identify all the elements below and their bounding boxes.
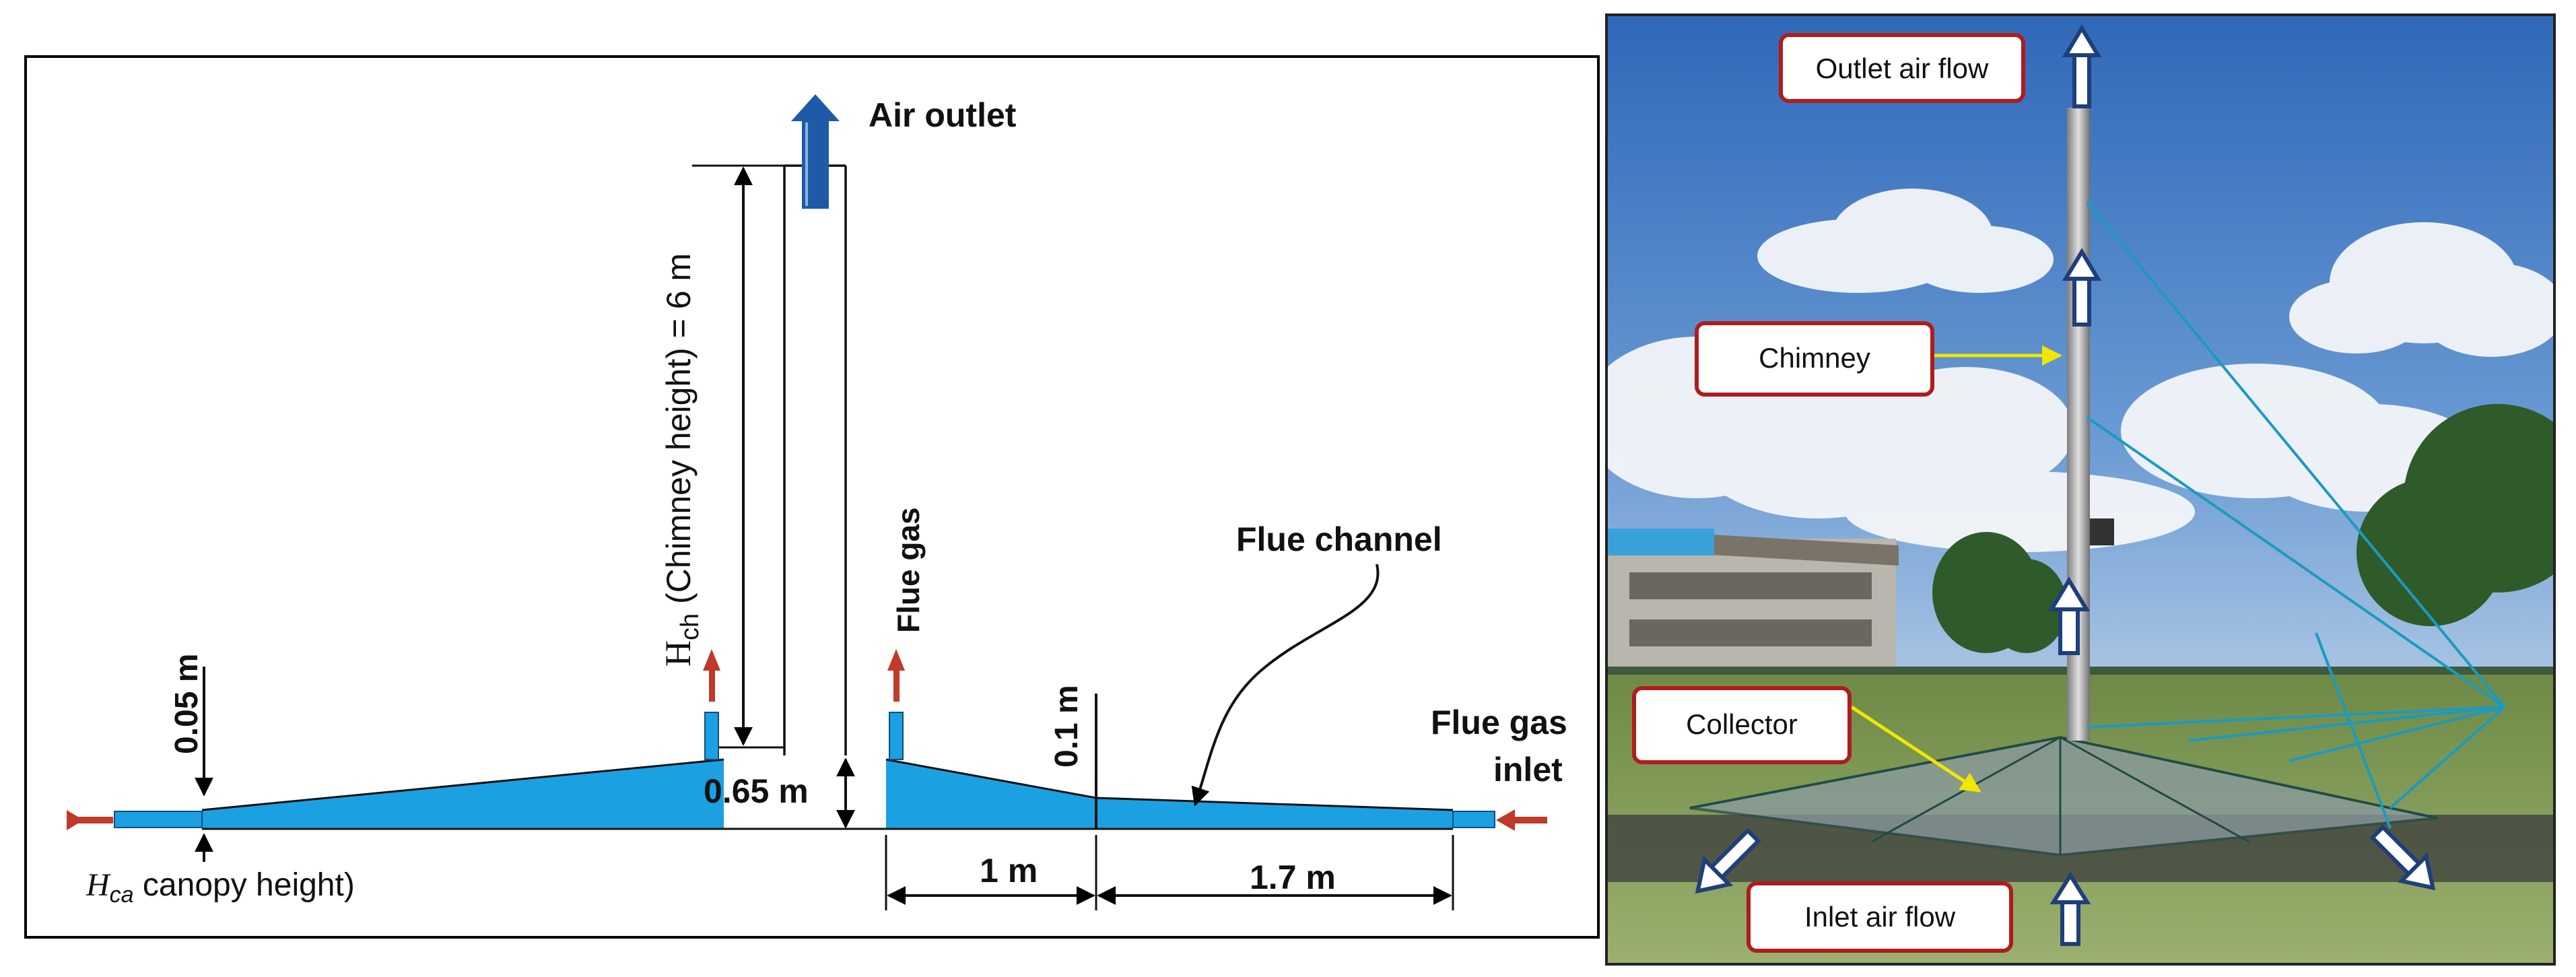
photo-mid-arrow — [2062, 248, 2102, 327]
flue-gas-label: Flue gas — [891, 507, 926, 633]
air-outlet-arrow — [791, 94, 840, 209]
outlet-air-flow-box: Outlet air flow — [1779, 33, 2025, 103]
flue-gas-stub-left — [703, 649, 720, 760]
collector-box: Collector — [1632, 686, 1852, 764]
inlet-pipe-right — [1452, 809, 1547, 831]
dim-065-label: 0.65 m — [704, 772, 809, 810]
inlet-arrow-center — [2049, 871, 2091, 946]
air-outlet-label: Air outlet — [869, 96, 1017, 134]
dim-17m-label: 1.7 m — [1250, 858, 1336, 896]
chimney-label: Chimney — [1759, 342, 1870, 374]
chimney-box: Chimney — [1695, 321, 1934, 397]
chimney-height-label: Hch (Chimney height) = 6 m — [658, 253, 704, 667]
outlet-air-flow-label: Outlet air flow — [1816, 53, 1989, 84]
collector-label: Collector — [1686, 708, 1798, 740]
flue-gas-inlet-label-1: Flue gas — [1431, 704, 1567, 741]
guy-wires — [2086, 201, 2506, 829]
collector-pointer — [1850, 705, 1981, 793]
inlet-arrow-left — [1695, 828, 1761, 894]
collector-left — [202, 760, 724, 828]
photo-panel: Outlet air flow Chimney Collector Inlet … — [1605, 13, 2556, 966]
schematic-panel: Air outlet Hch (Chimney height) = 6 m Fl… — [24, 55, 1600, 939]
flue-gas-stub-right — [887, 649, 905, 760]
flue-channel-label: Flue channel — [1236, 520, 1442, 558]
building — [1606, 529, 1899, 680]
photo-lower-arrow — [2047, 576, 2091, 655]
flue-gas-inlet-label-2: inlet — [1493, 751, 1563, 788]
flue-channel-pointer — [1191, 564, 1380, 807]
inlet-air-flow-box: Inlet air flow — [1747, 881, 2013, 953]
dim-01-label: 0.1 m — [1049, 685, 1085, 768]
inlet-arrow-right — [2369, 824, 2436, 891]
dim-1m-label: 1 m — [980, 852, 1038, 889]
pole-box — [2090, 518, 2114, 545]
photo-frame — [1605, 13, 2556, 966]
photo-outlet-arrow — [2062, 24, 2102, 108]
clouds — [1606, 189, 2554, 552]
collector-left-top — [201, 758, 724, 811]
collector-right — [886, 760, 1453, 828]
canopy-height-label: Hca canopy height) — [86, 867, 355, 908]
trees — [1932, 404, 2554, 653]
inlet-pipe-left — [67, 810, 203, 830]
inlet-air-flow-label: Inlet air flow — [1804, 901, 1956, 933]
dim-005-label: 0.05 m — [169, 654, 205, 754]
